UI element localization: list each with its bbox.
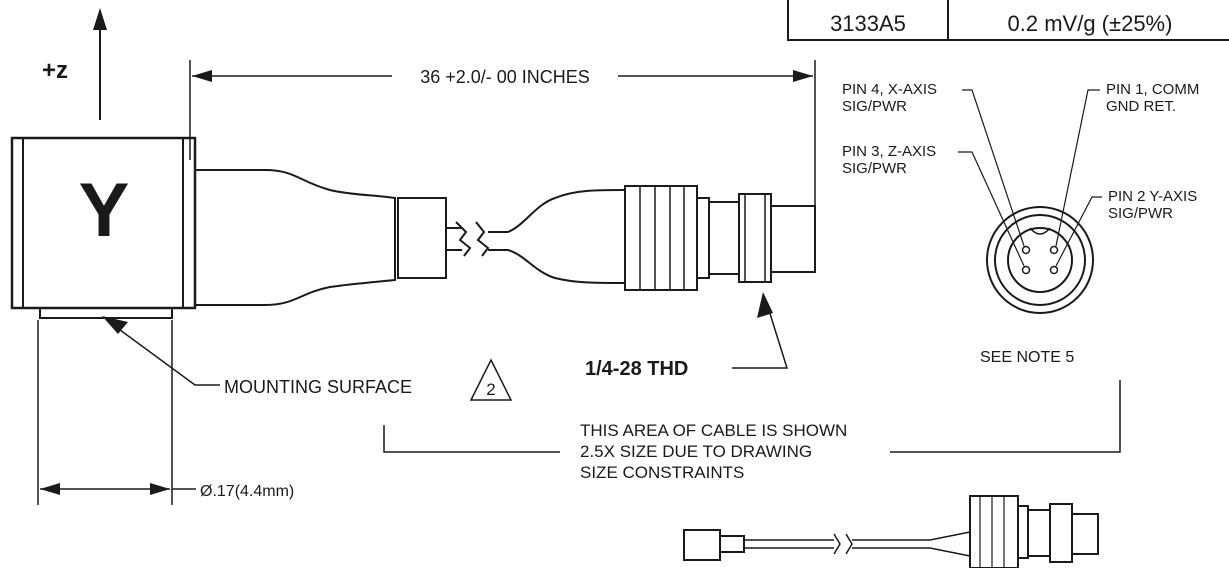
cable-overview [683, 495, 1099, 568]
connector-face [986, 206, 1094, 314]
pin-labels: PIN 4, X-AXIS SIG/PWR PIN 3, Z-AXIS SIG/… [842, 81, 1199, 222]
pin1-label-2: GND RET. [1106, 98, 1176, 115]
pin-3 [1021, 265, 1031, 275]
spec-sensitivity: 0.2 mV/g (±25%) [1008, 11, 1173, 36]
cable-note: THIS AREA OF CABLE IS SHOWN 2.5X SIZE DU… [383, 380, 1121, 482]
pin4-label-1: PIN 4, X-AXIS [842, 81, 937, 98]
z-axis-arrow: +z [42, 8, 107, 120]
pin-1 [1049, 245, 1059, 255]
mounting-note-number: 2 [486, 380, 495, 399]
z-axis-label: +z [42, 57, 68, 84]
pin-leaders [958, 89, 1102, 267]
pin3-label-2: SIG/PWR [842, 160, 907, 177]
face-letter: Y [79, 168, 130, 253]
cable-note-line-1: THIS AREA OF CABLE IS SHOWN [580, 421, 847, 440]
cable-left [195, 169, 490, 306]
pin2-label-2: SIG/PWR [1108, 205, 1173, 222]
length-dimension: 36 +2.0/- 00 INCHES [189, 60, 816, 205]
cable-note-line-3: SIZE CONSTRAINTS [580, 463, 744, 482]
pin2-label-1: PIN 2 Y-AXIS [1108, 188, 1197, 205]
pin4-label-2: SIG/PWR [842, 98, 907, 115]
mounting-surface-label: MOUNTING SURFACE [224, 377, 412, 397]
pin3-label-1: PIN 3, Z-AXIS [842, 143, 936, 160]
cable-note-line-2: 2.5X SIZE DUE TO DRAWING [580, 442, 812, 461]
diameter-dimension: Ø.17(4.4mm) [37, 320, 294, 505]
thread-callout: 1/4-28 THD [585, 292, 789, 380]
cable-length-label: 36 +2.0/- 00 INCHES [420, 67, 590, 87]
spec-model: 3133A5 [830, 11, 906, 36]
pin1-label-1: PIN 1, COMM [1106, 81, 1199, 98]
pin-2 [1049, 265, 1059, 275]
diameter-label: Ø.17(4.4mm) [200, 483, 294, 500]
pin-4 [1021, 245, 1031, 255]
spec-table: 3133A5 0.2 mV/g (±25%) [787, 0, 1229, 41]
sensor-cube: Y [10, 136, 197, 319]
connector [624, 185, 816, 291]
thread-label: 1/4-28 THD [585, 358, 688, 380]
mounting-surface-callout: MOUNTING SURFACE 2 [102, 316, 513, 401]
cable-right [488, 189, 626, 284]
see-note-label: SEE NOTE 5 [980, 349, 1074, 366]
